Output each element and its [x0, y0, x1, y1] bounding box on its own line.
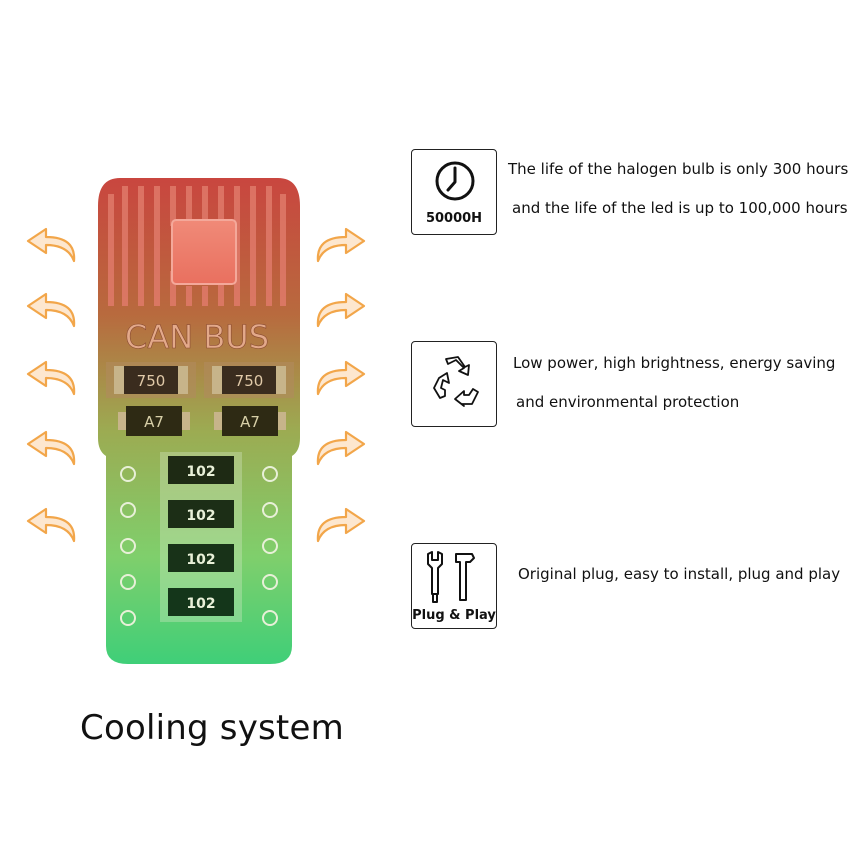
lifespan-label: 50000H: [425, 211, 483, 226]
resistor-102-3: 102: [186, 552, 215, 568]
heat-arrow-right-icon: [316, 430, 366, 466]
heat-arrow-left-icon: [26, 292, 76, 328]
heat-arrow-right-icon: [316, 360, 366, 396]
recycle-icon: [433, 356, 479, 407]
resistor-102-4: 102: [186, 596, 215, 612]
resistor-102-1: 102: [186, 464, 215, 480]
tools-icon: [427, 551, 475, 603]
feature-text-line: The life of the halogen bulb is only 300…: [508, 160, 849, 178]
feature-text-line: Original plug, easy to install, plug and…: [518, 565, 841, 583]
plug-play-label: Plug & Play: [412, 608, 496, 623]
feature-text-line: and environmental protection: [516, 393, 740, 411]
heat-arrow-left-icon: [26, 430, 76, 466]
heat-arrow-right-icon: [316, 227, 366, 263]
heat-arrow-left-icon: [26, 227, 76, 263]
heat-arrow-right-icon: [316, 292, 366, 328]
diode-a7-right: A7: [240, 413, 260, 431]
resistor-750-right: 750: [235, 372, 264, 390]
plug-play-badge: Plug & Play: [411, 543, 497, 629]
lifespan-badge: 50000H: [411, 149, 497, 235]
board-brand-text: CAN BUS: [125, 318, 269, 356]
resistor-750-left: 750: [137, 372, 166, 390]
led-board-image: CAN BUS 750 750 A7 A7 102 102 102: [98, 178, 300, 664]
feature-text-line: and the life of the led is up to 100,000…: [512, 199, 848, 217]
heat-arrow-left-icon: [26, 360, 76, 396]
cooling-system-caption: Cooling system: [80, 708, 344, 748]
heat-arrow-right-icon: [316, 507, 366, 543]
eco-badge: [411, 341, 497, 427]
feature-text-line: Low power, high brightness, energy savin…: [513, 354, 836, 372]
diode-a7-left: A7: [144, 413, 164, 431]
resistor-102-2: 102: [186, 508, 215, 524]
heat-arrow-left-icon: [26, 507, 76, 543]
led-chip: [171, 219, 237, 285]
clock-icon: [435, 161, 475, 201]
